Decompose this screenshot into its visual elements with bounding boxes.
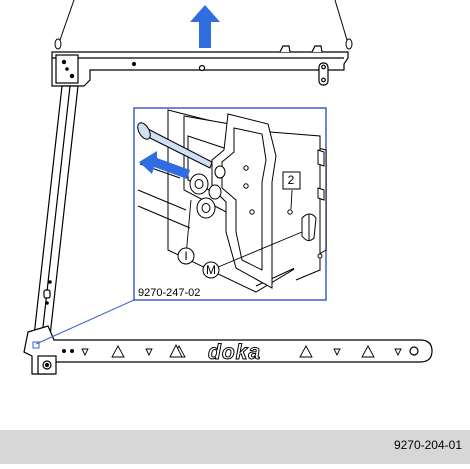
footer-bar (0, 430, 470, 464)
arrow-left-icon (139, 151, 190, 179)
brand-logo: doka (207, 341, 262, 365)
detail-code: 9270-247-02 (138, 287, 201, 299)
figure-code: 9270-204-01 (393, 438, 462, 452)
arrow-up-icon (190, 5, 220, 48)
vertical-leg (33, 85, 79, 337)
bottom-beam (23, 325, 433, 375)
callout-markers (177, 171, 301, 279)
lifting-chains (54, 0, 353, 50)
detail-drawing (137, 109, 327, 293)
beam-markings (62, 345, 402, 358)
top-beam (51, 45, 349, 87)
brand-placard (169, 343, 183, 358)
callout-leaders (185, 189, 303, 271)
callout-label-i: I (184, 249, 188, 263)
locking-pin (137, 122, 213, 169)
detail-leader (32, 299, 135, 349)
callout-label-m: M (206, 263, 216, 277)
callout-label-2: 2 (287, 173, 295, 187)
